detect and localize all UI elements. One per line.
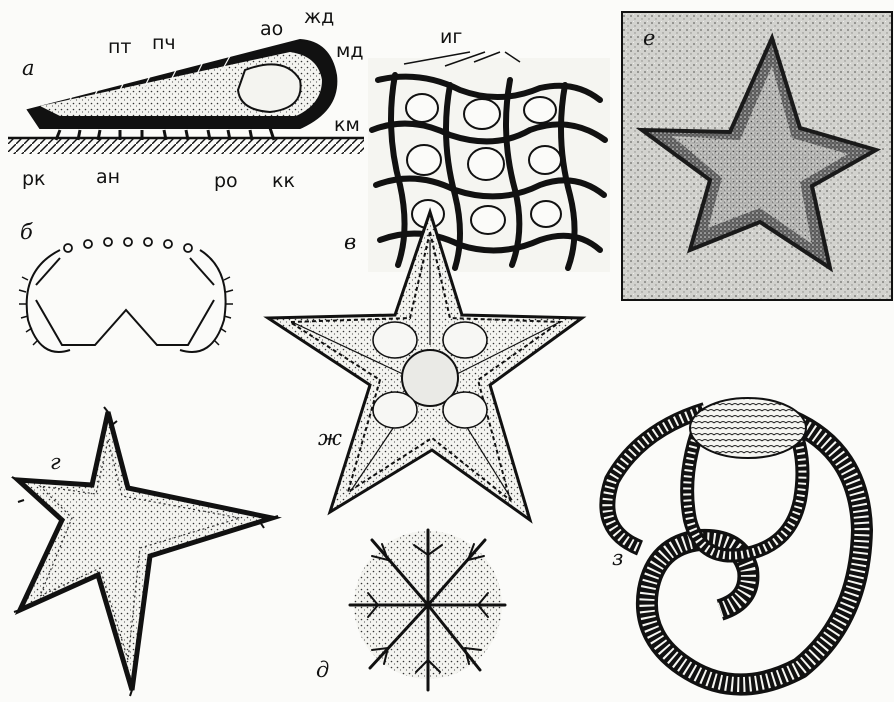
fig-label-b: б bbox=[20, 222, 33, 243]
fig-label-e: е bbox=[643, 28, 655, 49]
fig-label-z: з bbox=[612, 548, 623, 569]
fig-label-a: а bbox=[22, 58, 35, 79]
fig-d-basket-star bbox=[350, 530, 505, 690]
fig-a-arm-section bbox=[8, 40, 364, 154]
fig-label-v: в bbox=[344, 232, 356, 253]
fig-e-fossil-photo bbox=[622, 12, 892, 300]
label-km: км bbox=[334, 116, 360, 135]
label-kk: кк bbox=[272, 172, 295, 191]
label-ao: ао bbox=[260, 20, 283, 39]
label-zhd: жд bbox=[304, 8, 334, 27]
label-pch: пч bbox=[152, 34, 176, 53]
label-an: ан bbox=[96, 168, 120, 187]
fig-z-brittle-star bbox=[607, 398, 862, 685]
label-pt: пт bbox=[108, 38, 132, 57]
label-ig: иг bbox=[440, 28, 462, 47]
fig-ig-skeleton-lattice bbox=[368, 52, 610, 272]
label-md: мд bbox=[336, 42, 363, 61]
fig-label-zh: ж bbox=[318, 428, 342, 449]
fig-b-arm-cross-section bbox=[19, 238, 233, 352]
fig-label-d: д bbox=[316, 660, 329, 681]
label-rk: рк bbox=[22, 170, 46, 189]
fig-label-g: г bbox=[50, 452, 61, 473]
label-ro: ро bbox=[214, 172, 238, 191]
